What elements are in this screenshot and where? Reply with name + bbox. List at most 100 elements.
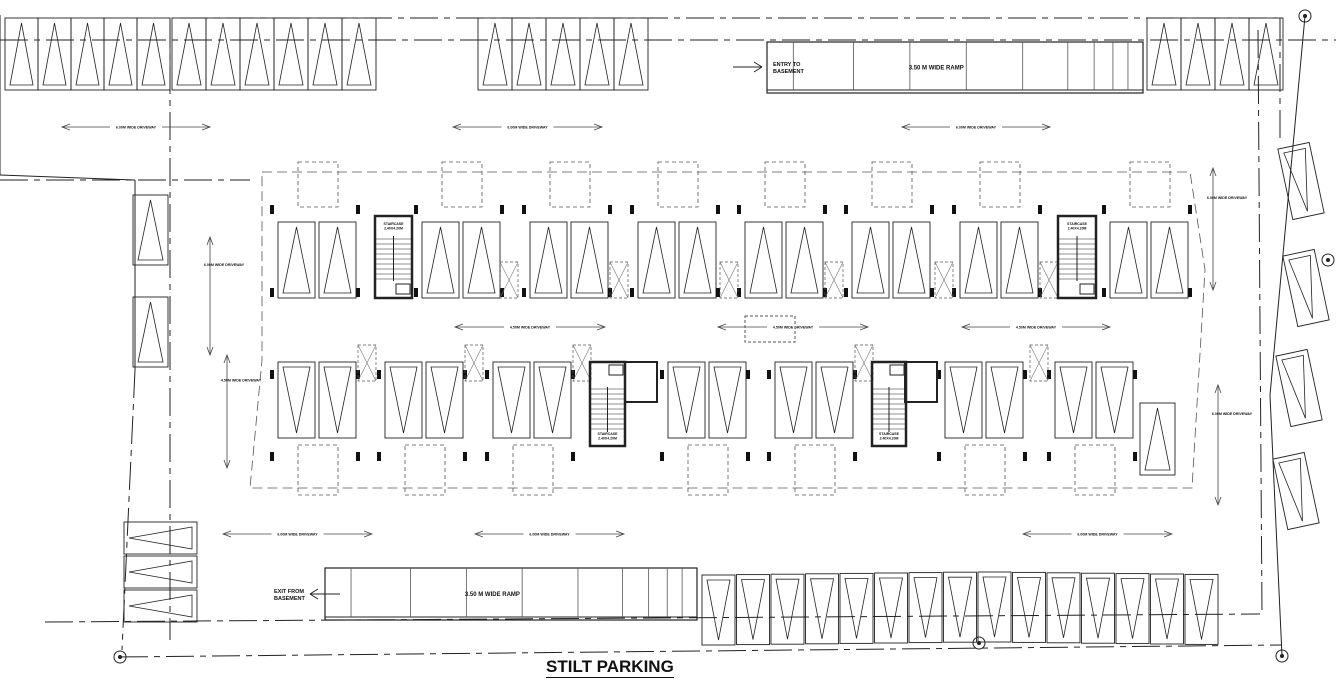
stall-arrow-icon (706, 579, 731, 641)
parking-stall (1146, 17, 1182, 91)
parking-stall (421, 221, 460, 299)
stall-outline (1000, 221, 1039, 299)
arrowhead-icon (363, 530, 374, 538)
column (853, 370, 857, 379)
column (500, 288, 504, 297)
grid-line (44, 613, 1261, 623)
column (930, 205, 934, 214)
stall-outline (462, 221, 501, 299)
wall-outline (441, 161, 483, 208)
shaft-cross (824, 261, 844, 299)
driveway-label: 6.00M WIDE DRIVEWAY (116, 126, 157, 130)
column (1023, 452, 1027, 461)
parking-stall (318, 221, 357, 299)
entry-arrow-icon (753, 66, 763, 73)
column (571, 370, 575, 379)
column (737, 288, 741, 297)
stall-outline (1282, 248, 1330, 328)
column (608, 205, 612, 214)
ramp-label: 3.50 M WIDE RAMP (465, 592, 520, 598)
arrowhead-icon (453, 323, 464, 331)
arrowhead-icon (900, 123, 911, 131)
column (571, 452, 575, 461)
driveway-label: 6.00M WIDE DRIVEWAY (956, 126, 997, 130)
wall-outline (764, 161, 806, 208)
driveway-label: 4.50M WIDE DRIVEWAY (221, 379, 262, 383)
column (356, 288, 360, 297)
parking-stall (959, 221, 998, 299)
label-bg (767, 324, 819, 330)
arrowhead-icon (960, 323, 971, 331)
stall-outline (70, 17, 105, 91)
arrowhead-icon (221, 530, 232, 538)
stall-arrow-icon (1086, 577, 1110, 639)
stall-outline (492, 361, 531, 439)
stall-outline (123, 521, 198, 555)
stall-arrow-icon (844, 578, 869, 639)
grid-marker-icon (1321, 253, 1335, 267)
stall-arrow-icon (1144, 407, 1171, 471)
ramp-note: BASEMENT (773, 69, 805, 75)
shaft (854, 344, 874, 382)
stall-arrow-icon (1017, 577, 1041, 638)
shaft-cross (934, 261, 954, 299)
shaft-cross (1029, 344, 1049, 382)
stall-arrow-icon (323, 366, 352, 434)
column (270, 205, 274, 214)
parking-stall (815, 361, 854, 439)
column (767, 370, 771, 379)
stall-arrow-icon (879, 577, 903, 639)
column (746, 370, 750, 379)
parking-stall (307, 17, 343, 91)
parking-stall (701, 574, 736, 646)
stall-arrow-icon (323, 226, 352, 294)
stall-outline (132, 296, 169, 368)
stall-outline (678, 221, 717, 299)
stall-arrow-icon (949, 366, 978, 434)
stall-outline (1150, 221, 1189, 299)
driveway-label: 4.50M WIDE DRIVEWAY (1016, 326, 1057, 330)
parking-stall (1150, 221, 1189, 299)
grid-marker-icon (113, 650, 127, 664)
stall-arrow-icon (137, 199, 164, 261)
column (716, 288, 720, 297)
stall-arrow-icon (176, 22, 202, 86)
stall-arrow-icon (790, 226, 819, 294)
stall-outline (744, 221, 783, 299)
staircase-label: 2.40X4.20M (598, 437, 617, 441)
driveway-dimension: 6.00M WIDE DRIVEWAY (204, 235, 245, 357)
column (844, 288, 848, 297)
stall-outline (1054, 361, 1093, 439)
parking-stall (839, 572, 874, 644)
stall-outline (774, 361, 813, 439)
parking-stall (529, 221, 568, 299)
exit-arrow-icon (309, 588, 319, 595)
building-outline (249, 171, 1206, 489)
parking-stall (874, 572, 908, 644)
parking-stall (943, 571, 977, 643)
stall-outline (579, 17, 615, 91)
parking-stall (613, 17, 649, 91)
parking-stall (1081, 572, 1115, 644)
shaft-cross (719, 261, 739, 299)
stall-outline (1115, 573, 1150, 645)
arrowhead-icon (206, 235, 214, 246)
column (1133, 452, 1137, 461)
stall-arrow-icon (990, 366, 1019, 434)
shaft-outline (609, 261, 629, 299)
parking-stall (1150, 573, 1184, 645)
wall-outline (297, 444, 339, 496)
column (1023, 370, 1027, 379)
parking-stall (239, 17, 275, 91)
arrowhead-icon (615, 530, 626, 538)
stall-outline (708, 361, 747, 439)
wall-outline (871, 161, 913, 208)
shaft (719, 261, 739, 299)
stall-arrow-icon (775, 578, 800, 640)
ramp-note: BASEMENT (274, 596, 306, 602)
driveway-dimension: 4.50M WIDE DRIVEWAY (221, 353, 262, 470)
stall-arrow-icon (128, 594, 193, 618)
stall-arrow-icon (128, 526, 193, 550)
stall-outline (1146, 17, 1182, 91)
parking-stall (1095, 361, 1134, 439)
